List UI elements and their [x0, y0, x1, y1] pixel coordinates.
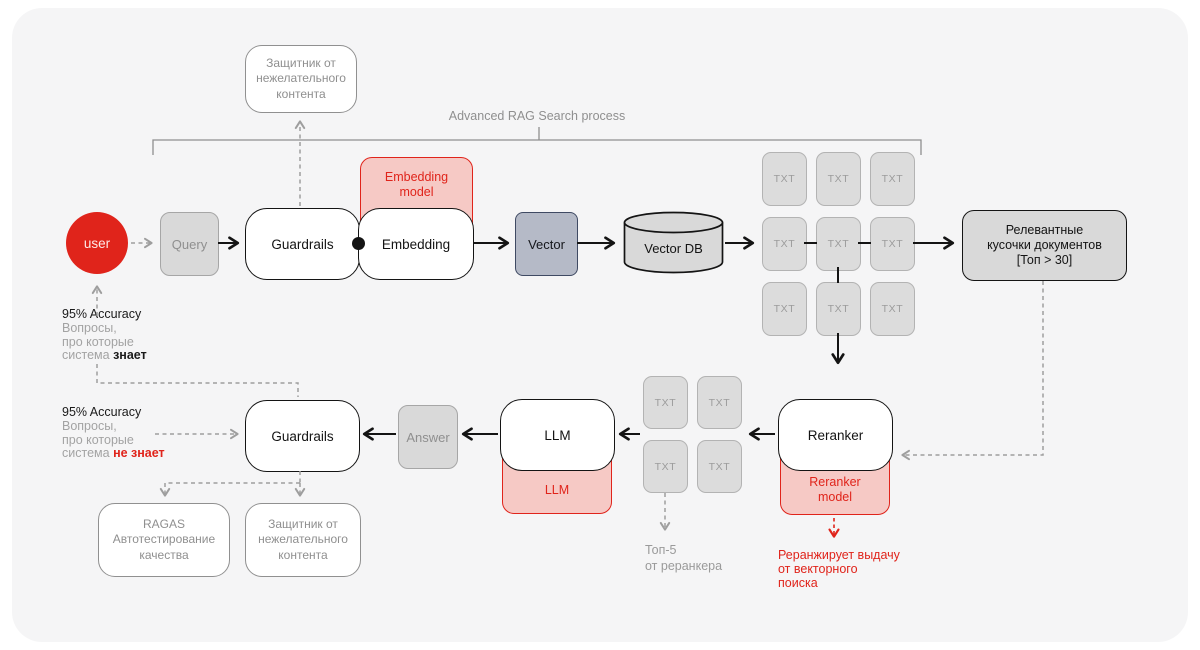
accuracy-line: система не знает	[62, 446, 222, 461]
txt-label: TXT	[773, 303, 796, 315]
embedding-model-label: model	[399, 185, 434, 199]
reranker-model-label: model	[817, 490, 853, 504]
guardrails-label: Guardrails	[271, 428, 334, 444]
txt-label: TXT	[881, 303, 904, 315]
content-guard-line: контента	[276, 86, 326, 101]
txt-chunk: TXT	[643, 376, 688, 429]
txt-chunk: TXT	[762, 217, 807, 271]
accuracy-line: Вопросы,	[62, 418, 117, 433]
txt-chunk: TXT	[762, 152, 807, 206]
user-node: user	[66, 212, 128, 274]
ragas-box: RAGAS Автотестирование качества	[98, 503, 230, 577]
guardrails-top-node: Guardrails	[245, 208, 360, 280]
vector-db-label: Vector DB	[644, 241, 703, 256]
accuracy-bold: знает	[113, 348, 147, 363]
embedding-label: Embedding	[381, 236, 451, 252]
content-guard-bottom-box: Защитник от нежелательного контента	[245, 503, 361, 577]
process-title: Advanced RAG Search process	[448, 109, 626, 123]
rerank-note-line: Реранжирует выдачу	[778, 548, 900, 562]
txt-label: TXT	[827, 238, 850, 250]
top5-line: Топ-5	[645, 543, 677, 557]
accuracy-unknown-note: 95% Accuracy Вопросы, про которые систем…	[62, 405, 222, 461]
ragas-line: Автотестирование	[112, 532, 216, 547]
txt-label: TXT	[773, 238, 796, 250]
content-guard-line: нежелательного	[258, 532, 348, 547]
content-guard-line: контента	[278, 547, 328, 562]
rerank-note: Реранжирует выдачу от векторного поиска	[778, 548, 900, 590]
txt-chunk: TXT	[816, 217, 861, 271]
accuracy-plain: система	[62, 348, 110, 363]
top5-line: от реранкера	[645, 558, 723, 573]
relevant-chunks-line: Релевантные	[1005, 223, 1084, 237]
rerank-note-line: поиска	[778, 575, 818, 590]
txt-chunk: TXT	[697, 376, 742, 429]
accuracy-title: 95% Accuracy	[62, 307, 142, 321]
accuracy-line: система знает	[62, 348, 222, 363]
llm-node: LLM	[500, 399, 615, 471]
top5-note: Топ-5 от реранкера	[645, 543, 722, 574]
txt-label: TXT	[881, 173, 904, 185]
cylinder-icon	[623, 211, 724, 274]
accuracy-known-note: 95% Accuracy Вопросы, про которые систем…	[62, 307, 222, 363]
vector-label: Vector	[528, 236, 565, 252]
ragas-line: качества	[139, 547, 189, 562]
user-label: user	[83, 235, 111, 251]
txt-label: TXT	[773, 173, 796, 185]
relevant-chunks-line: кусочки документов	[987, 238, 1102, 252]
txt-label: TXT	[708, 460, 731, 473]
embedding-node: Embedding	[358, 208, 474, 280]
content-guard-top-box: Защитник от нежелательного контента	[245, 45, 357, 113]
txt-chunk: TXT	[816, 152, 861, 206]
txt-chunk: TXT	[816, 282, 861, 336]
llm-model-label: LLM	[544, 483, 570, 497]
txt-chunk: TXT	[870, 282, 915, 336]
content-guard-line: Защитник от	[266, 55, 336, 70]
txt-label: TXT	[881, 238, 904, 250]
content-guard-line: Защитник от	[268, 516, 338, 531]
accuracy-line: Вопросы,	[62, 320, 117, 335]
reranker-node: Reranker	[778, 399, 893, 471]
accuracy-bold: не знает	[113, 446, 165, 461]
ragas-line: RAGAS	[142, 516, 185, 531]
txt-chunk: TXT	[870, 152, 915, 206]
llm-label: LLM	[544, 427, 571, 443]
content-guard-line: нежелательного	[256, 71, 346, 86]
guardrails-bottom-node: Guardrails	[245, 400, 360, 472]
accuracy-line: про которые	[62, 432, 134, 447]
txt-chunk: TXT	[870, 217, 915, 271]
relevant-chunks-line: [Топ > 30]	[1016, 253, 1073, 267]
answer-node: Answer	[398, 405, 458, 469]
query-node: Query	[160, 212, 219, 276]
relevant-chunks-node: Релевантные кусочки документов [Топ > 30…	[962, 210, 1127, 281]
vector-db-node: Vector DB	[623, 211, 724, 274]
accuracy-line: про которые	[62, 334, 134, 349]
reranker-label: Reranker	[807, 427, 864, 443]
txt-label: TXT	[827, 173, 850, 185]
junction-dot	[352, 237, 365, 250]
accuracy-plain: система	[62, 446, 110, 461]
txt-label: TXT	[827, 303, 850, 315]
rerank-note-line: от векторного	[778, 561, 858, 576]
accuracy-title: 95% Accuracy	[62, 405, 142, 419]
guardrails-label: Guardrails	[271, 236, 334, 252]
txt-chunk: TXT	[697, 440, 742, 493]
txt-label: TXT	[654, 460, 677, 473]
reranker-model-label: Reranker	[809, 475, 861, 489]
txt-chunk: TXT	[643, 440, 688, 493]
txt-label: TXT	[708, 396, 731, 409]
txt-label: TXT	[654, 396, 677, 409]
vector-node: Vector	[515, 212, 578, 276]
txt-chunk: TXT	[762, 282, 807, 336]
query-label: Query	[171, 236, 208, 252]
embedding-model-label: Embedding	[384, 170, 449, 184]
answer-label: Answer	[406, 429, 450, 445]
